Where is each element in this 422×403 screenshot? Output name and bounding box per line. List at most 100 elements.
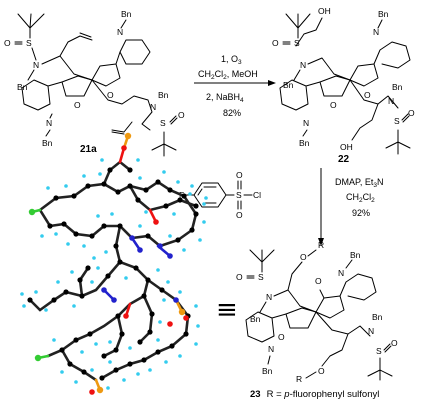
oxygen-atom	[153, 219, 159, 225]
atom-o: O	[364, 90, 371, 100]
hydrogen-atom	[124, 276, 128, 280]
hydrogen-atom	[96, 214, 100, 218]
hydrogen-atom	[98, 172, 102, 176]
carbon-atom	[175, 237, 181, 243]
atom-bn: Bn	[378, 9, 389, 19]
hydrogen-atom	[202, 202, 206, 206]
hydrogen-atom	[178, 354, 182, 358]
carbon-atom	[115, 313, 121, 319]
carbon-atom	[145, 233, 151, 239]
carbon-atom	[61, 221, 67, 227]
oxygen-atom	[167, 321, 173, 327]
hydrogen-atom	[90, 368, 94, 372]
carbon-atom	[27, 297, 33, 303]
carbon-atom	[79, 293, 85, 299]
hydrogen-atom	[82, 174, 86, 178]
carbon-atom	[159, 287, 165, 293]
carbon-atom	[145, 277, 151, 283]
atom-bn: Bn	[392, 82, 403, 92]
atom-n: N	[303, 118, 309, 128]
atom-bn: Bn	[262, 366, 273, 376]
reaction-arrow-2	[318, 168, 324, 246]
carbon-atom	[193, 203, 199, 209]
carbon-atom	[167, 187, 173, 193]
atom-o: O	[300, 252, 307, 262]
atom-n: N	[46, 118, 52, 128]
hydrogen-atom	[156, 268, 160, 272]
hydrogen-atom	[198, 238, 202, 242]
hydrogen-atom	[194, 304, 198, 308]
carbon-atom	[169, 343, 175, 349]
condition-solvent: CH2Cl2, MeOH	[198, 69, 258, 81]
nitrogen-atoms	[101, 235, 179, 303]
hydrogen-atom	[74, 380, 78, 384]
atom-bn: Bn	[283, 80, 294, 90]
oxygen-atom	[121, 145, 127, 151]
hydrogen-atom	[40, 234, 44, 238]
atom-o: O	[408, 108, 415, 118]
carbon-atom	[117, 259, 123, 265]
carbon-atom	[181, 193, 187, 199]
atom-bn: Bn	[250, 314, 261, 324]
hydrogen-atom	[90, 280, 94, 284]
atom-s: S	[394, 116, 400, 126]
atom-bn: Bn	[158, 90, 169, 100]
atom-bn: Bn	[42, 138, 53, 148]
atom-oh: OH	[318, 6, 331, 16]
atom-n: N	[268, 344, 274, 354]
atom-o: O	[236, 210, 243, 220]
hydrogen-atom	[196, 324, 200, 328]
nitrogen-atom	[137, 247, 143, 253]
fluorine-atom	[34, 354, 42, 362]
atom-o: O	[236, 272, 243, 282]
yield-2: 92%	[352, 208, 370, 218]
hydrogen-atom	[164, 360, 168, 364]
atom-n: N	[266, 292, 272, 302]
compound-22: OH S O N Bn O N Bn O N Bn N Bn S O OH 22	[272, 6, 415, 165]
hydrogen-atom	[202, 220, 206, 224]
carbon-atom	[73, 231, 79, 237]
nitrogen-atom	[167, 253, 173, 259]
compound-label: 21a	[80, 144, 97, 155]
carbon-atom	[71, 193, 77, 199]
hydrogen-atoms	[20, 158, 208, 390]
atom-o: O	[107, 90, 114, 100]
hydrogen-atom	[178, 290, 182, 294]
hydrogen-atom	[80, 350, 84, 354]
atom-s: S	[294, 38, 300, 48]
carbon-atom	[53, 195, 59, 201]
carbon-atom	[141, 357, 147, 363]
nitrogen-atom	[129, 235, 135, 241]
atom-bn: Bn	[121, 9, 132, 19]
reaction-arrow-1: 1, O3 CH2Cl2, MeOH 2, NaBH4 82%	[194, 54, 276, 118]
carbon-atom	[189, 227, 195, 233]
atom-n: N	[338, 268, 344, 278]
hydrogen-atom	[106, 386, 110, 390]
carbon-atom	[135, 197, 141, 203]
atom-r: R	[296, 374, 302, 384]
carbon-atom	[81, 369, 87, 375]
carbon-atom	[155, 349, 161, 355]
hydrogen-atom	[110, 212, 114, 216]
carbon-atom	[119, 331, 125, 337]
atom-n: N	[300, 60, 306, 70]
carbon-atoms	[27, 167, 199, 381]
atom-s: S	[236, 190, 242, 200]
carbon-atom	[101, 223, 107, 229]
hydrogen-atom	[82, 244, 86, 248]
oxygen-atoms	[89, 145, 189, 395]
hydrogen-atom	[168, 234, 172, 238]
condition-step2: 2, NaBH4	[206, 92, 244, 104]
carbon-atom	[193, 211, 199, 217]
atom-o: O	[278, 332, 285, 342]
carbon-atom	[101, 181, 107, 187]
carbon-atom	[99, 375, 105, 381]
atom-n: N	[368, 326, 374, 336]
hydrogen-atom	[122, 378, 126, 382]
carbon-atom	[127, 183, 133, 189]
hydrogen-atom	[108, 360, 112, 364]
hydrogen-atom	[172, 212, 176, 216]
carbon-atom	[141, 293, 147, 299]
